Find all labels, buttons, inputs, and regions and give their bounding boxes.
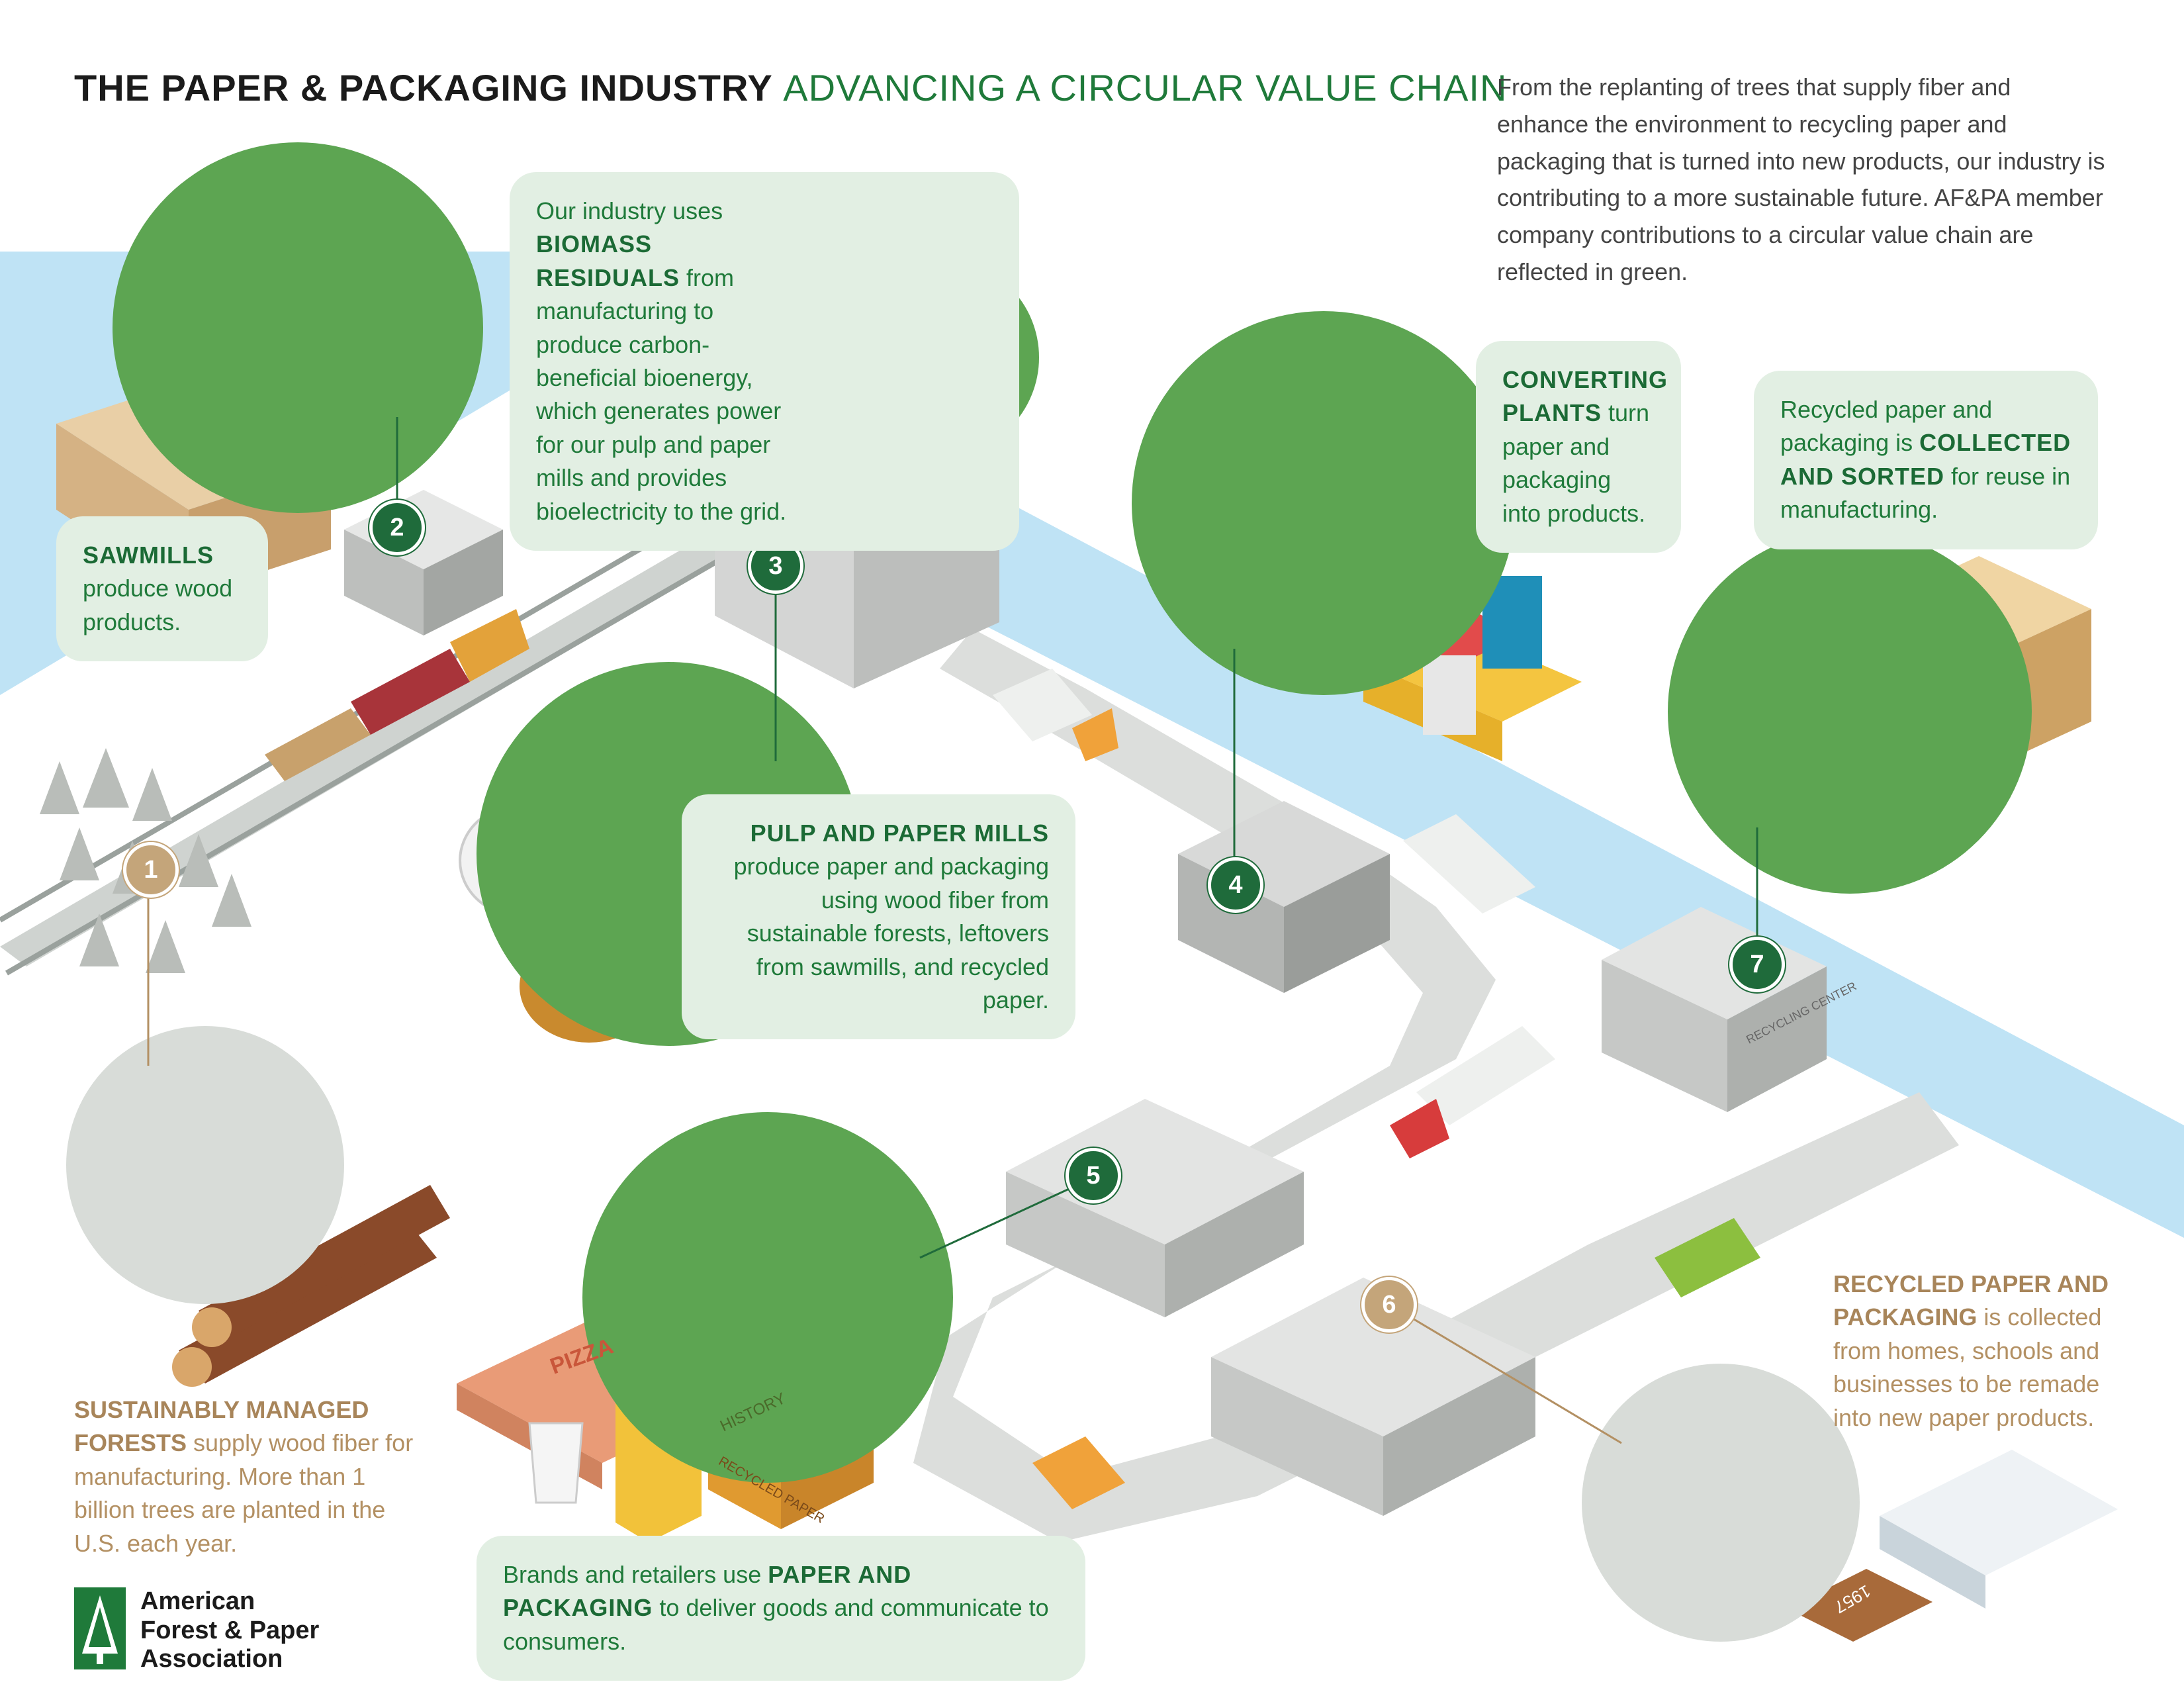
step-6-badge: 6 xyxy=(1361,1277,1417,1333)
logs xyxy=(172,1185,450,1387)
step-7-badge: 7 xyxy=(1729,937,1785,992)
forest-circle xyxy=(66,1026,344,1304)
brands-bold: PAPER AND PACKAGING xyxy=(503,1561,912,1622)
intro-paragraph: From the replanting of trees that supply… xyxy=(1497,73,2105,285)
collected-sorted-box: Recycled paper and packaging is COLLECTE… xyxy=(1754,371,2098,549)
tree-cluster xyxy=(40,748,251,973)
store-building xyxy=(1006,1099,1304,1317)
recycled-collection-text-block: RECYCLED PAPER AND PACKAGING is collecte… xyxy=(1833,1268,2138,1434)
train xyxy=(265,609,529,781)
forests-text-block: SUSTAINABLY MANAGED FORESTS supply wood … xyxy=(74,1393,432,1560)
pulp-mills-text: produce paper and packaging using wood f… xyxy=(733,853,1049,1013)
recycling-center-building xyxy=(1602,907,1827,1112)
step-2-badge: 2 xyxy=(369,500,425,555)
collected-bold: COLLECTED AND SORTED xyxy=(1780,429,2071,490)
converting-text: turn paper and packaging into products. xyxy=(1502,399,1650,527)
converting-bold: CONVERTING PLANTS xyxy=(1502,366,1668,427)
step-1-badge: 1 xyxy=(123,842,179,898)
forests-bold: SUSTAINABLY MANAGED FORESTS xyxy=(74,1396,369,1457)
pulp-mills-bold: PULP AND PAPER MILLS xyxy=(750,820,1049,847)
school-circle xyxy=(1582,1364,1860,1642)
biomass-box: Our industry uses BIOMASS RESIDUALS from… xyxy=(510,172,1019,551)
tree-logo-icon xyxy=(74,1587,126,1669)
coffee-cup xyxy=(528,1422,584,1504)
retail-circle xyxy=(582,1112,953,1483)
brands-pre: Brands and retailers use xyxy=(503,1561,768,1588)
step-5-badge: 5 xyxy=(1066,1148,1121,1203)
recycled-text: is collected from homes, schools and bus… xyxy=(1833,1303,2102,1431)
recycling-circle xyxy=(1668,530,2032,894)
sawmills-box: SAWMILLS produce wood products. xyxy=(56,516,268,662)
newspaper-bundle xyxy=(1787,1450,2118,1642)
afpa-logo: American Forest & Paper Association xyxy=(74,1587,319,1674)
biomass-text: from manufacturing to produce carbon-ben… xyxy=(536,263,787,525)
pulp-mills-box: PULP AND PAPER MILLS produce paper and p… xyxy=(682,794,1075,1040)
step-4-badge: 4 xyxy=(1208,857,1263,913)
brands-text: to deliver goods and communicate to cons… xyxy=(503,1594,1049,1655)
forests-text: supply wood fiber for manufacturing. Mor… xyxy=(74,1429,414,1557)
title-green: ADVANCING A CIRCULAR VALUE CHAIN xyxy=(783,67,1508,109)
logo-text: American Forest & Paper Association xyxy=(140,1587,319,1674)
collected-pre: Recycled paper and packaging is xyxy=(1780,396,1993,457)
page-title: THE PAPER & PACKAGING INDUSTRY ADVANCING… xyxy=(74,66,1507,109)
brands-retailers-box: Brands and retailers use PAPER AND PACKA… xyxy=(477,1536,1085,1681)
collected-text: for reuse in manufacturing. xyxy=(1780,462,2071,524)
logo-line-1: American xyxy=(140,1587,255,1615)
title-dark: THE PAPER & PACKAGING INDUSTRY xyxy=(74,67,772,109)
biomass-bold: BIOMASS RESIDUALS xyxy=(536,230,680,291)
logo-line-3: Association xyxy=(140,1645,283,1673)
truck-icons xyxy=(993,669,1760,1509)
biomass-pre: Our industry uses xyxy=(536,197,723,224)
converting-box: CONVERTING PLANTS turn paper and packagi… xyxy=(1476,341,1681,553)
converting-circle xyxy=(1132,311,1516,695)
recycled-bold: RECYCLED PAPER AND PACKAGING xyxy=(1833,1270,2109,1331)
sawmills-bold: SAWMILLS xyxy=(83,541,214,569)
school-building xyxy=(1211,1278,1535,1516)
sawmill-circle xyxy=(113,142,483,513)
logo-line-2: Forest & Paper xyxy=(140,1616,320,1644)
sawmills-text: produce wood products. xyxy=(83,575,233,635)
